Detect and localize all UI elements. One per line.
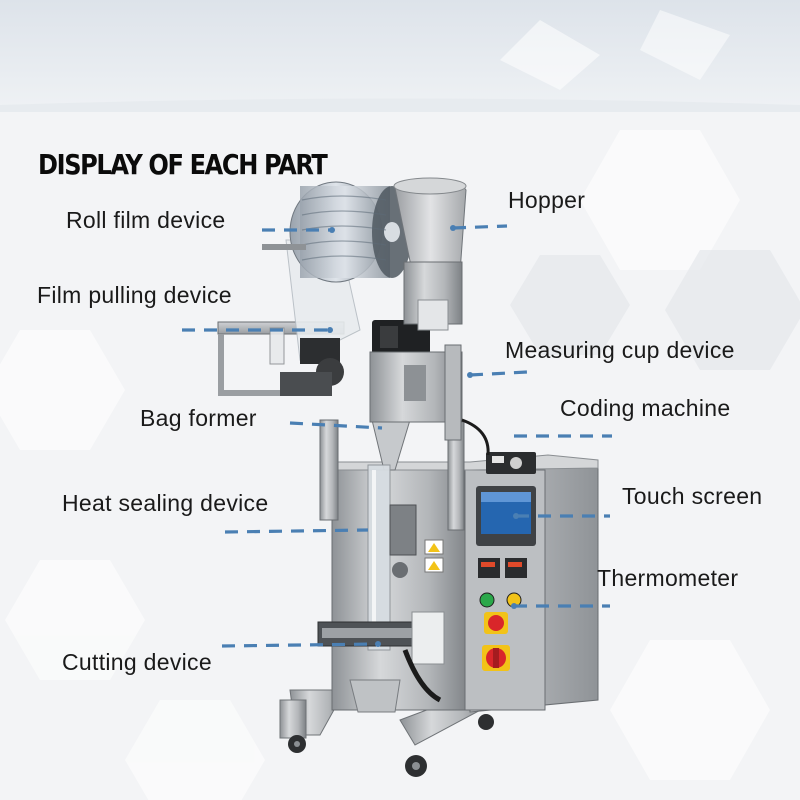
label-touch-screen: Touch screen [622, 483, 763, 509]
leader-line-bag-former [289, 421, 383, 430]
diagram-title: DISPLAY OF EACH PART [38, 148, 328, 181]
leader-line-hopper [452, 224, 508, 230]
label-heat-sealing: Heat sealing device [62, 490, 269, 516]
leader-line-measuring-cup [469, 370, 528, 377]
label-thermometer: Thermometer [597, 565, 739, 591]
label-bag-former: Bag former [140, 405, 257, 431]
label-coding-machine: Coding machine [560, 395, 731, 421]
leader-line-cutting [221, 642, 379, 648]
label-cutting: Cutting device [62, 649, 212, 675]
label-hopper: Hopper [508, 187, 586, 213]
label-measuring-cup: Measuring cup device [505, 337, 735, 363]
label-roll-film: Roll film device [66, 207, 226, 233]
label-film-pulling: Film pulling device [37, 282, 232, 308]
leader-line-heat-sealing [224, 528, 369, 534]
